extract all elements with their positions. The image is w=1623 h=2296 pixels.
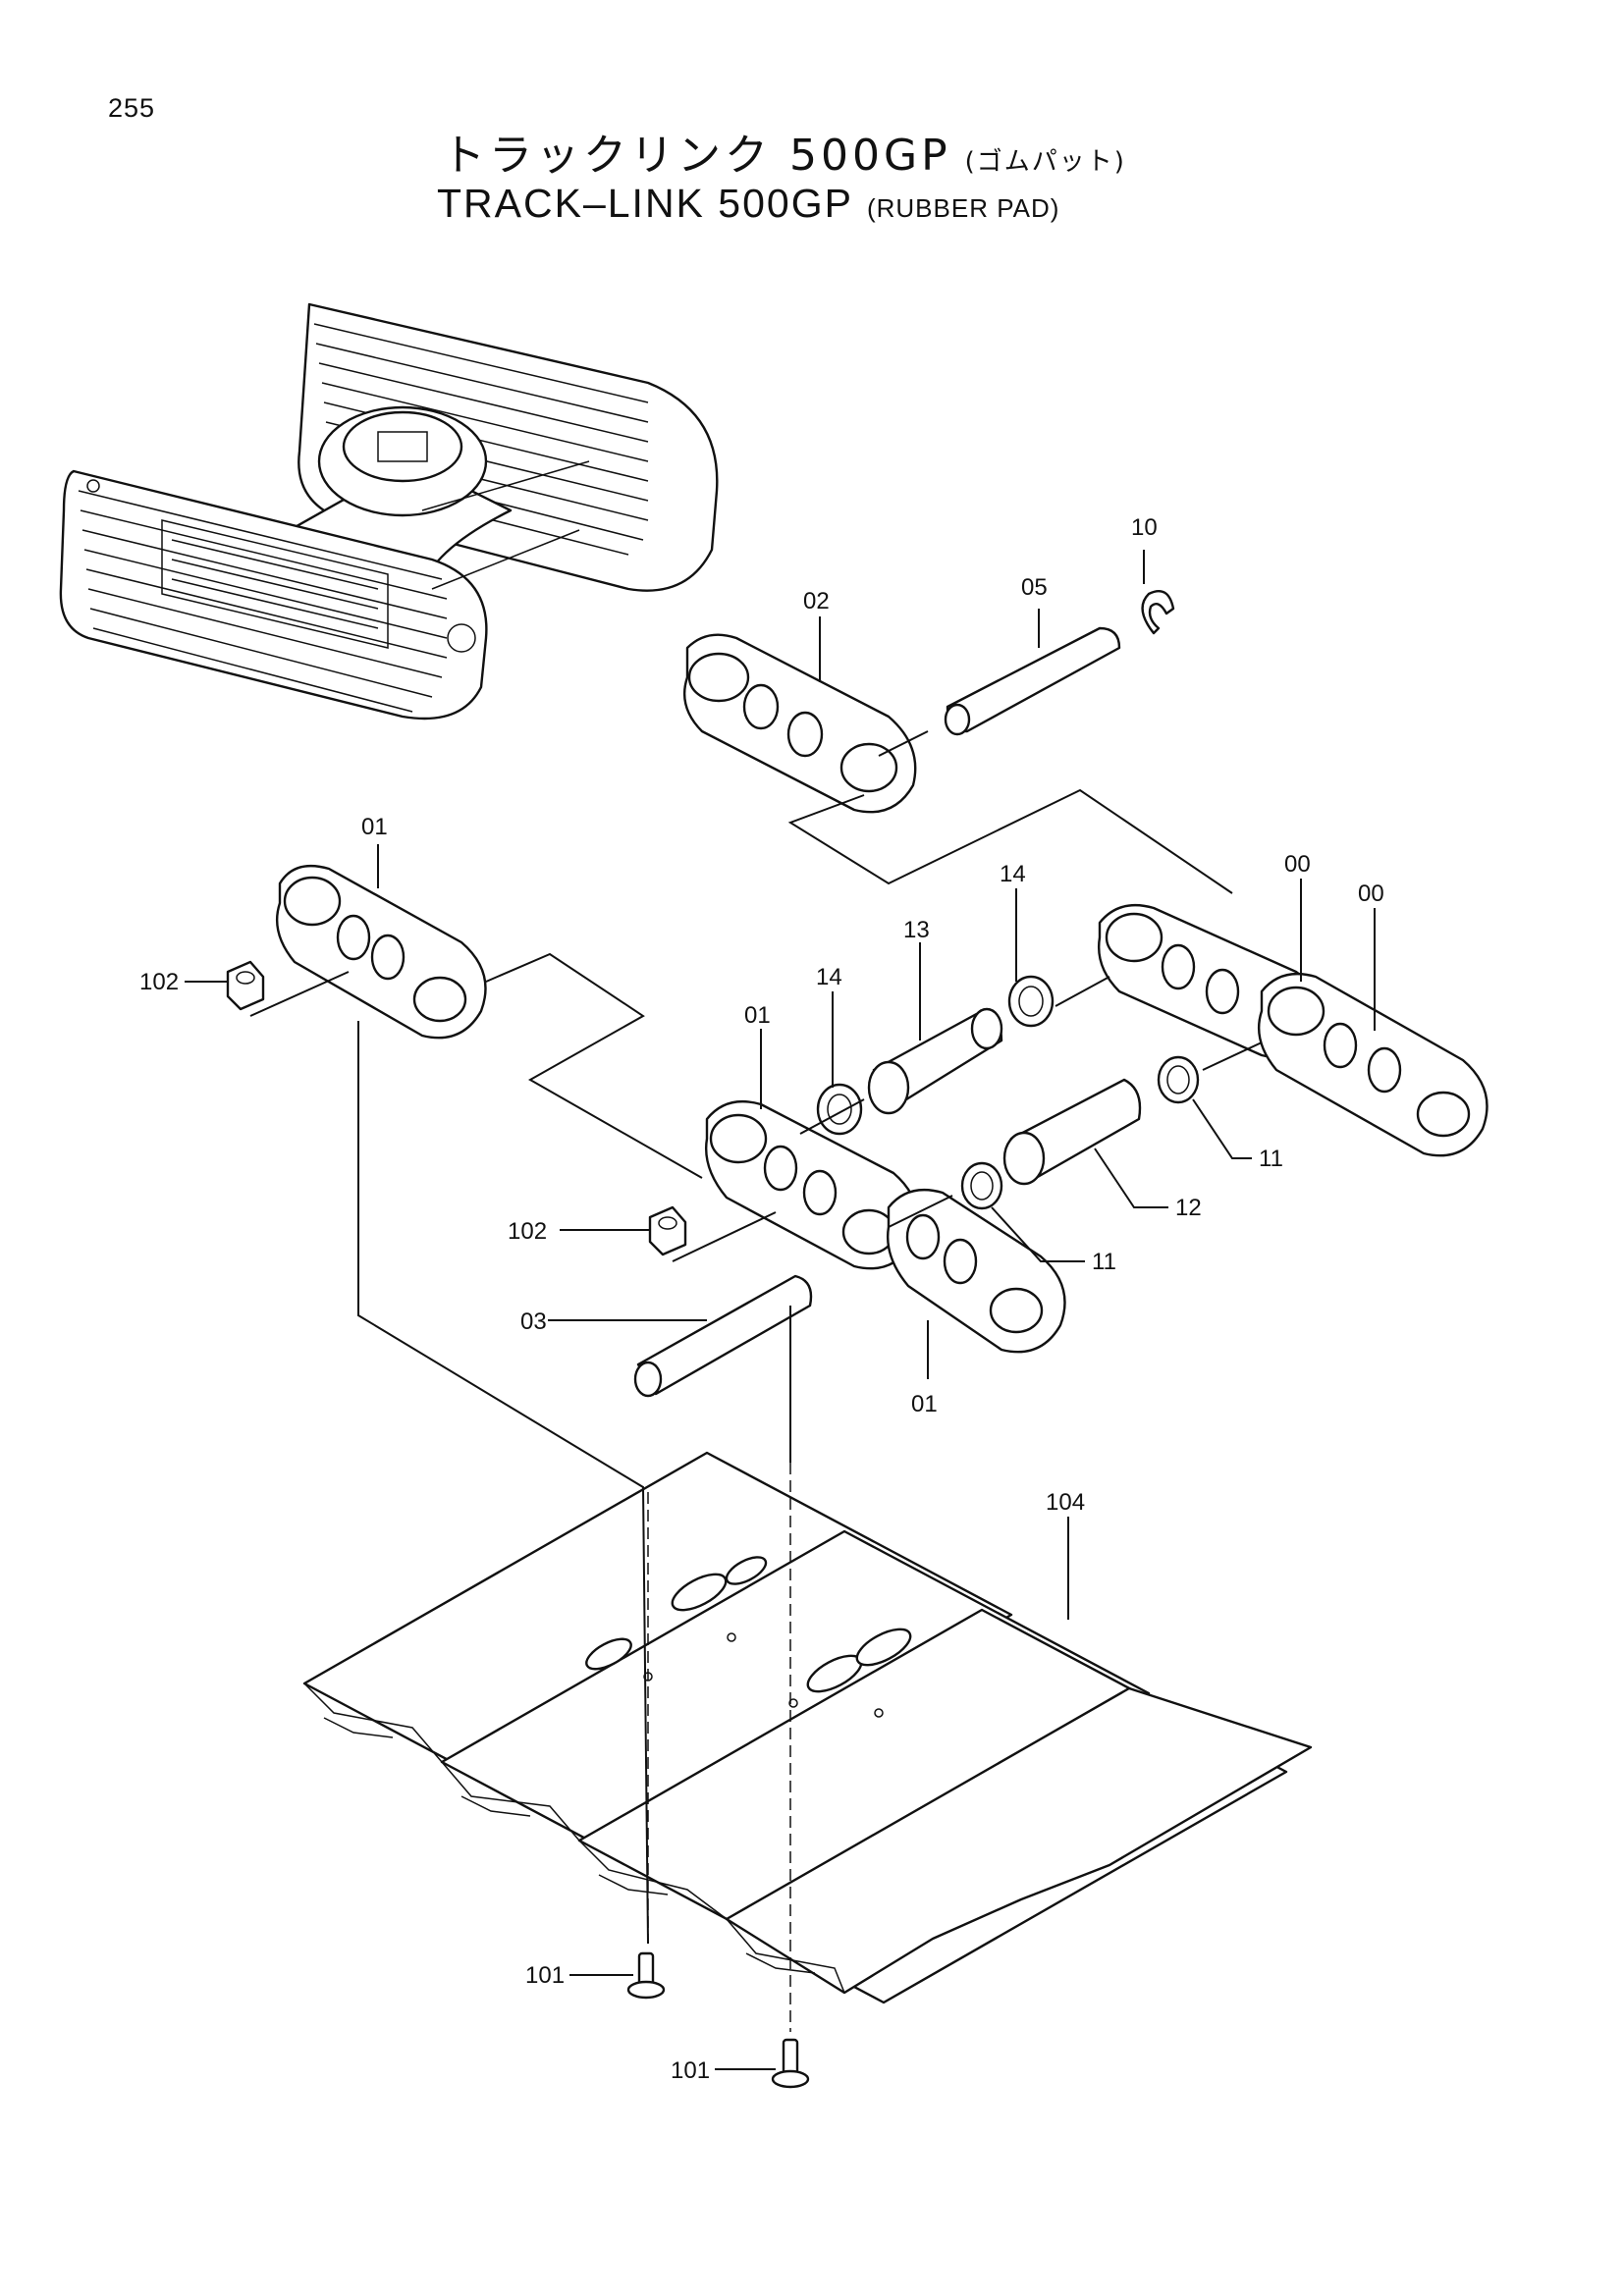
- page-number: 255: [108, 93, 156, 123]
- part-102-nut-lower: [648, 1205, 687, 1256]
- callouts: 10 05 02 01 102 00 00 14 13 14 01 11 12 …: [139, 514, 1384, 2084]
- callout-102-lower: 102: [508, 1218, 547, 1245]
- title-english-main: TRACK–LINK 500GP: [437, 181, 853, 226]
- part-13-bushing: [867, 1007, 1003, 1115]
- callout-01-upper: 01: [361, 814, 388, 840]
- callout-101-right: 101: [671, 2057, 710, 2084]
- part-12-bushing: [1002, 1078, 1142, 1186]
- callout-11-upper: 11: [1259, 1146, 1283, 1172]
- part-101-bolt-right: [771, 2038, 810, 2089]
- callout-00-right: 00: [1358, 881, 1384, 907]
- callout-11-lower: 11: [1092, 1249, 1116, 1275]
- callout-01-center: 01: [744, 1002, 771, 1029]
- part-102-nut-upper: [226, 960, 265, 1011]
- callout-10: 10: [1131, 514, 1158, 541]
- assembly-lines: [249, 730, 1263, 2032]
- part-05-pin: [944, 626, 1121, 736]
- part-01-track-link-center: [705, 1100, 1066, 1354]
- title-english: TRACK–LINK 500GP (RUBBER PAD): [437, 181, 1059, 227]
- part-02-track-link: [682, 633, 917, 814]
- callout-01-lower: 01: [911, 1391, 938, 1417]
- part-14-seal-lower: [816, 1083, 863, 1136]
- part-11-seal-upper: [1157, 1055, 1200, 1104]
- part-03-pin: [633, 1274, 813, 1398]
- title-japanese-main: トラックリンク 500GP: [442, 131, 951, 181]
- part-10-snap-ring: [1141, 589, 1175, 635]
- title-japanese-sub: (ゴムパット): [964, 147, 1126, 177]
- callout-02: 02: [803, 588, 830, 614]
- callout-03: 03: [520, 1308, 547, 1335]
- callout-12: 12: [1175, 1195, 1202, 1221]
- callout-05: 05: [1021, 574, 1048, 601]
- undercarriage-overview-illustration: [59, 302, 719, 721]
- part-01-track-link-left: [276, 864, 487, 1040]
- callout-14-upper: 14: [1000, 861, 1026, 887]
- callout-102-upper: 102: [139, 969, 179, 995]
- callout-101-left: 101: [525, 1962, 565, 1989]
- callout-00-left: 00: [1284, 851, 1311, 878]
- callout-104: 104: [1046, 1489, 1085, 1516]
- title-english-sub: (RUBBER PAD): [866, 193, 1060, 223]
- callout-14-lower: 14: [816, 964, 842, 990]
- callout-13: 13: [903, 917, 930, 943]
- part-104-rubber-pads: [302, 1451, 1313, 2004]
- part-00-track-link-pair: [1098, 904, 1488, 1157]
- part-14-seal-upper: [1007, 975, 1055, 1028]
- part-101-bolt-left: [626, 1951, 666, 2000]
- part-11-seal-lower: [960, 1161, 1003, 1210]
- title-japanese: トラックリンク 500GP (ゴムパット): [442, 120, 1126, 183]
